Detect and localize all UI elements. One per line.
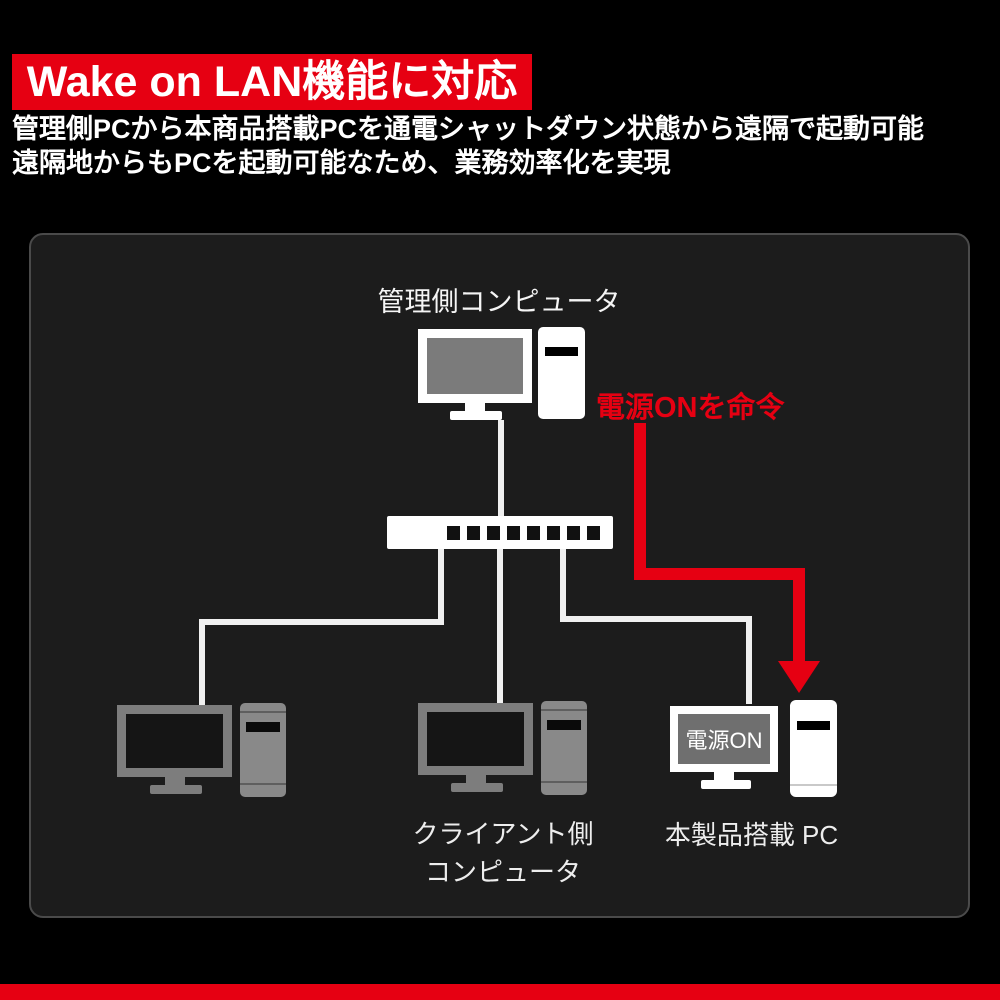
client-label-line-1: クライアント側 [412, 819, 594, 849]
switch-port [487, 526, 500, 540]
description-line-1: 管理側PCから本商品搭載PCを通電シャットダウン状態から遠隔で起動可能 [12, 114, 925, 144]
description-line-2: 遠隔地からもPCを起動可能なため、業務効率化を実現 [12, 148, 671, 178]
power-on-command-path [793, 568, 805, 668]
client-computers-label: クライアント側 コンピュータ [353, 815, 653, 891]
power-on-command-path [634, 568, 805, 580]
cable-switch-to-left-client [438, 548, 444, 625]
drive-slot [545, 347, 578, 356]
cable-admin-to-switch [498, 420, 504, 517]
monitor-stand [165, 777, 185, 787]
switch-ports [447, 526, 600, 540]
client-computer-left-icon [117, 703, 286, 797]
product-pc-icon: 電源ON [670, 700, 837, 798]
power-on-command-label: 電源ONを命令 [596, 392, 785, 424]
down-arrow-icon [778, 661, 820, 693]
drive-slot [547, 720, 581, 730]
power-on-command-path [634, 423, 646, 580]
title-banner-text: Wake on LAN機能に対応 [26, 58, 518, 106]
switch-port [567, 526, 580, 540]
cable-switch-to-middle-client [497, 548, 503, 705]
pc-tower [541, 701, 587, 795]
admin-computer-icon [418, 327, 585, 420]
drive-slot [246, 722, 280, 732]
product-pc-label: 本製品搭載 PC [664, 820, 839, 850]
switch-port [507, 526, 520, 540]
monitor [418, 703, 533, 775]
switch-port [547, 526, 560, 540]
switch-port [587, 526, 600, 540]
client-computer-middle-icon [418, 701, 587, 795]
switch-port [467, 526, 480, 540]
drive-slot [797, 721, 830, 730]
cable-switch-to-left-client [199, 619, 205, 705]
power-on-screen-text: 電源ON [685, 728, 763, 753]
monitor [418, 329, 532, 403]
switch-port [447, 526, 460, 540]
monitor-stand [714, 772, 734, 782]
bottom-accent-bar [0, 984, 1000, 1000]
switch-port [527, 526, 540, 540]
cable-switch-to-left-client [199, 619, 444, 625]
monitor: 電源ON [670, 706, 778, 772]
admin-computer-label: 管理側コンピュータ [377, 287, 621, 317]
client-label-line-2: コンピュータ [424, 857, 581, 887]
pc-tower [538, 327, 585, 419]
cable-switch-to-product-pc [746, 616, 752, 704]
monitor-base [450, 411, 502, 420]
pc-tower [240, 703, 286, 797]
network-switch [387, 516, 613, 549]
cable-switch-to-product-pc [560, 616, 752, 622]
description: 管理側PCから本商品搭載PCを通電シャットダウン状態から遠隔で起動可能 遠隔地か… [12, 112, 924, 180]
monitor [117, 705, 232, 777]
pc-tower [790, 700, 837, 797]
monitor-stand [466, 775, 486, 785]
monitor-base [150, 785, 202, 794]
monitor-stand [465, 403, 485, 413]
monitor-base [451, 783, 503, 792]
cable-switch-to-product-pc [560, 548, 566, 622]
monitor-base [701, 780, 751, 789]
title-banner: Wake on LAN機能に対応 [12, 54, 532, 110]
